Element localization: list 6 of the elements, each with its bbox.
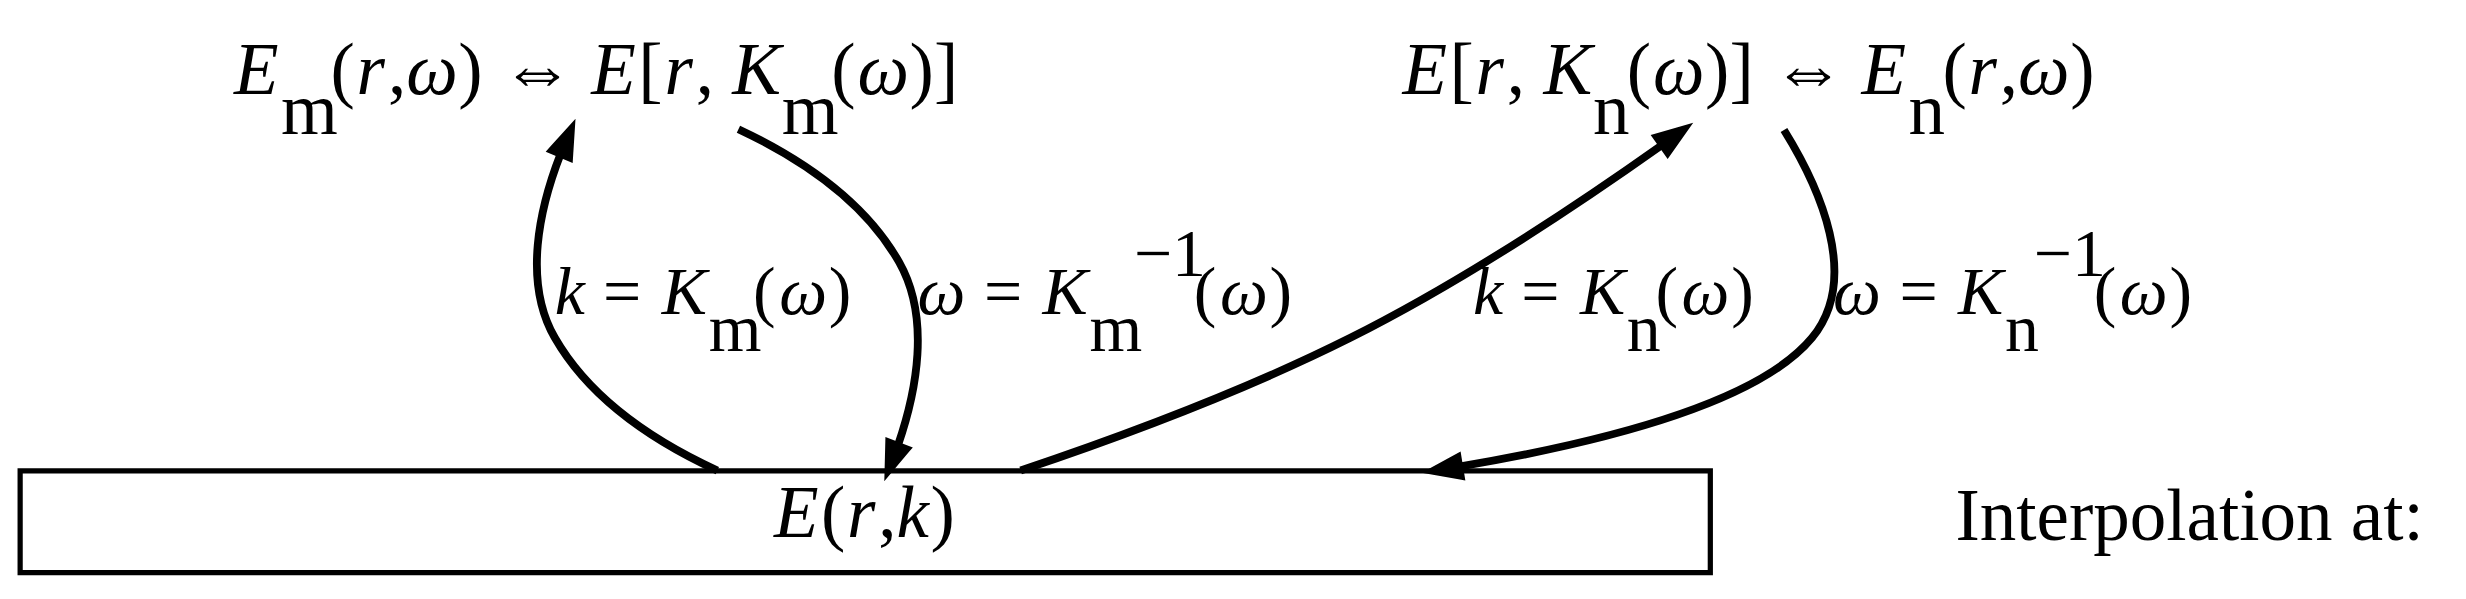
arrow [736, 125, 922, 481]
arrow [1421, 127, 1839, 480]
arrow [533, 118, 720, 474]
label: Interpolation at: [1955, 474, 2424, 556]
arrow [1019, 122, 1694, 474]
node-box: E(r,k) [17, 467, 1713, 575]
